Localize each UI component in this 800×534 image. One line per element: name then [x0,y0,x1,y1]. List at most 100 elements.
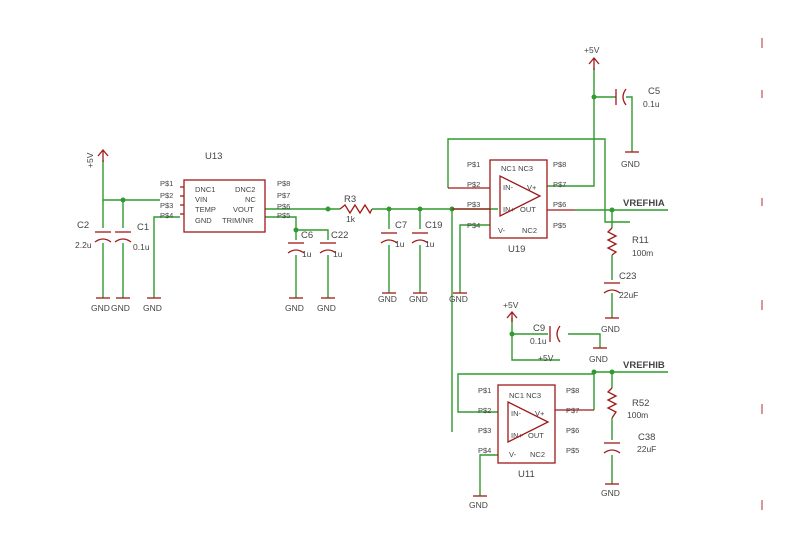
svg-text:0.1u: 0.1u [530,336,547,346]
svg-text:P$7: P$7 [277,191,290,200]
svg-text:P$4: P$4 [467,221,480,230]
svg-text:NC2: NC2 [522,226,537,235]
svg-text:GND: GND [589,354,608,364]
svg-text:P$5: P$5 [553,221,566,230]
svg-text:GND: GND [317,303,336,313]
svg-text:C1: C1 [137,222,149,233]
svg-text:GND: GND [621,159,640,169]
svg-text:P$1: P$1 [467,160,480,169]
svg-text:OUT: OUT [528,431,544,440]
svg-text:TEMP: TEMP [195,205,216,214]
wires [102,68,668,496]
svg-text:1u: 1u [302,249,312,259]
u11-opamp: U11 P$1 P$2 P$3 P$4 P$8 P$7 P$6 P$5 NC1 … [478,384,594,480]
svg-text:C9: C9 [533,323,545,334]
svg-text:VIN: VIN [195,195,208,204]
svg-text:R3: R3 [344,194,356,205]
net-label-plus5v: +5V [538,353,554,363]
svg-text:1u: 1u [395,239,405,249]
svg-text:+5V: +5V [85,152,95,168]
svg-text:P$6: P$6 [277,202,290,211]
svg-text:V+: V+ [527,183,537,192]
svg-text:100m: 100m [627,410,648,420]
svg-text:GND: GND [601,488,620,498]
net-label-vrefhia: VREFHIA [623,198,665,209]
svg-text:IN-: IN- [503,183,514,192]
svg-text:22uF: 22uF [619,290,638,300]
svg-text:U11: U11 [518,469,535,480]
capacitor-c9: C9 0.1u [530,323,561,346]
resistor-r11: R11 100m [606,227,653,258]
svg-text:GND: GND [111,303,130,313]
svg-text:P$8: P$8 [566,386,579,395]
svg-text:OUT: OUT [520,205,536,214]
svg-text:0.1u: 0.1u [643,99,660,109]
capacitor-c7: C7 1u [380,220,407,249]
svg-text:GND: GND [449,294,468,304]
svg-text:GND: GND [409,294,428,304]
supply-plus5v-mid: +5V [503,300,519,322]
svg-text:DNC1: DNC1 [195,185,215,194]
svg-text:P$5: P$5 [277,211,290,220]
svg-text:P$3: P$3 [467,200,480,209]
resistor-r3: R3 1k [339,194,373,224]
svg-text:1k: 1k [346,214,356,224]
svg-text:P$2: P$2 [467,180,480,189]
svg-text:U19: U19 [508,244,525,255]
svg-text:NC2: NC2 [530,450,545,459]
svg-text:V-: V- [509,450,517,459]
svg-text:C38: C38 [638,432,655,443]
svg-text:P$1: P$1 [478,386,491,395]
svg-text:P$6: P$6 [553,200,566,209]
svg-text:GND: GND [601,324,620,334]
supply-plus5v-left: +5V [85,148,109,168]
svg-text:GND: GND [378,294,397,304]
svg-text:2.2u: 2.2u [75,240,92,250]
svg-text:P$2: P$2 [478,406,491,415]
svg-text:P$4: P$4 [160,211,173,220]
svg-text:C5: C5 [648,86,660,97]
svg-text:P$3: P$3 [478,426,491,435]
svg-text:VOUT: VOUT [233,205,254,214]
svg-text:C7: C7 [395,220,407,231]
svg-text:P$3: P$3 [160,201,173,210]
svg-text:GND: GND [469,500,488,510]
svg-text:IN-: IN- [511,409,522,418]
u13-regulator: U13 P$1 P$2 P$3 P$4 DNC1 VIN TEMP GND DN… [160,151,290,233]
svg-text:+5V: +5V [503,300,519,310]
svg-text:22uF: 22uF [637,444,656,454]
svg-text:P$8: P$8 [277,179,290,188]
u19-opamp: U19 P$1 P$2 P$3 P$4 P$8 P$7 P$6 P$5 NC1 … [448,159,575,255]
svg-text:NC1 NC3: NC1 NC3 [509,391,541,400]
svg-text:C19: C19 [425,220,442,231]
svg-text:GND: GND [285,303,304,313]
svg-text:C2: C2 [77,220,89,231]
svg-text:NC1 NC3: NC1 NC3 [501,164,533,173]
capacitor-c1: C1 0.1u [114,222,150,252]
svg-text:P$8: P$8 [553,160,566,169]
svg-text:P$7: P$7 [553,180,566,189]
svg-text:P$4: P$4 [478,446,491,455]
svg-text:C23: C23 [619,271,636,282]
capacitor-c38: C38 22uF [603,432,656,454]
svg-text:P$5: P$5 [566,446,579,455]
svg-text:V-: V- [498,226,506,235]
capacitor-c2: C2 2.2u [75,220,112,250]
svg-text:0.1u: 0.1u [133,242,150,252]
svg-text:P$6: P$6 [566,426,579,435]
svg-text:C22: C22 [331,230,348,241]
svg-text:P$2: P$2 [160,191,173,200]
svg-text:C6: C6 [301,230,313,241]
svg-text:GND: GND [195,216,212,225]
gnd-labels: GND GND GND GND GND GND GND GND GND GND … [91,159,640,510]
svg-text:1u: 1u [425,239,435,249]
capacitor-c22: C22 1u [319,230,348,259]
svg-text:IN+: IN+ [511,431,524,440]
resistor-r52: R52 100m [606,387,649,420]
svg-text:100m: 100m [632,248,653,258]
svg-text:IN+: IN+ [503,205,516,214]
capacitor-c19: C19 1u [411,220,442,249]
capacitor-c6: C6 1u [287,230,313,259]
svg-text:+5V: +5V [584,45,600,55]
